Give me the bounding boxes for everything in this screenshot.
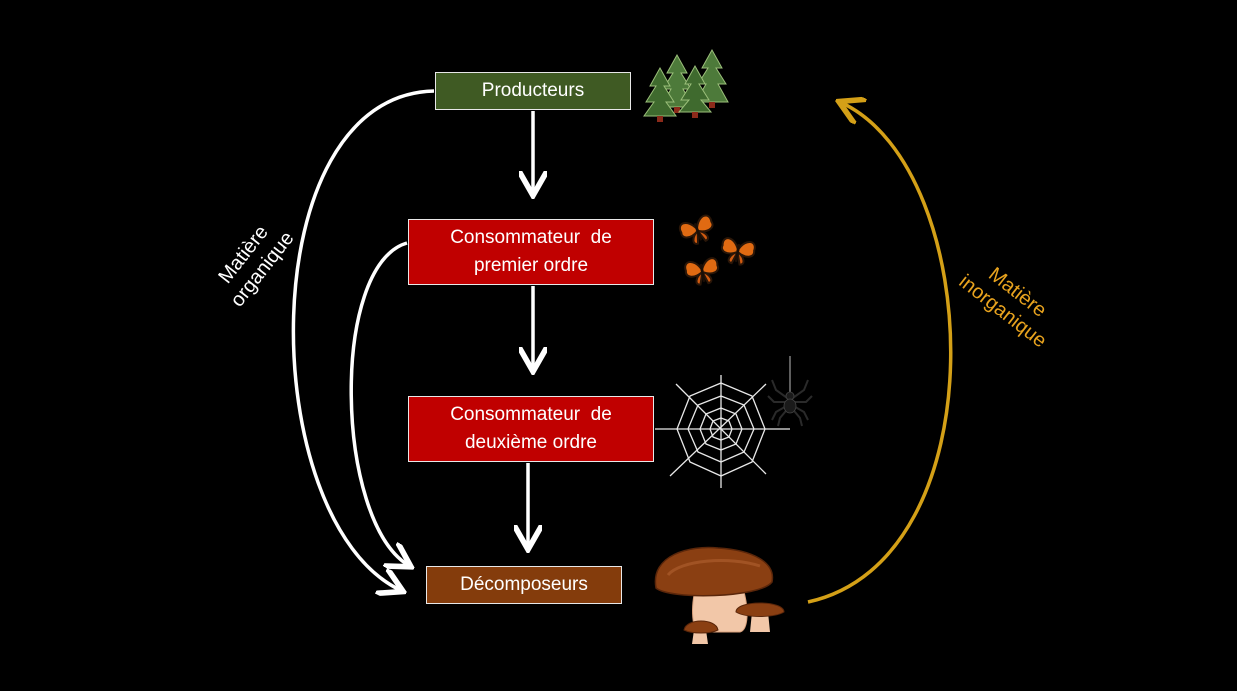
producers-label: Producteurs — [481, 80, 585, 101]
first-order-consumer-box: Consommateur de premier ordre — [408, 219, 654, 285]
tree-icon — [643, 48, 729, 122]
decomposers-label: Décomposeurs — [460, 574, 588, 595]
mushroom-icon — [654, 546, 785, 644]
first-order-consumer-line2: premier ordre — [473, 255, 589, 276]
spider-icon — [767, 356, 813, 427]
second-order-consumer-line2: deuxième ordre — [464, 432, 598, 453]
arrow-organic-inner — [349, 241, 408, 565]
second-order-consumer-line1: Consommateur de — [450, 404, 612, 425]
first-order-consumer-line1: Consommateur de — [450, 227, 612, 248]
producers-box: Producteurs — [435, 72, 631, 110]
second-order-consumer-box: Consommateur de deuxième ordre — [408, 396, 654, 462]
decomposers-box: Décomposeurs — [426, 566, 622, 604]
spider-web-icon — [655, 375, 790, 488]
arrow-organic-outer — [291, 89, 435, 590]
butterfly-icon — [679, 214, 756, 286]
arrow-inorganic — [807, 103, 953, 604]
